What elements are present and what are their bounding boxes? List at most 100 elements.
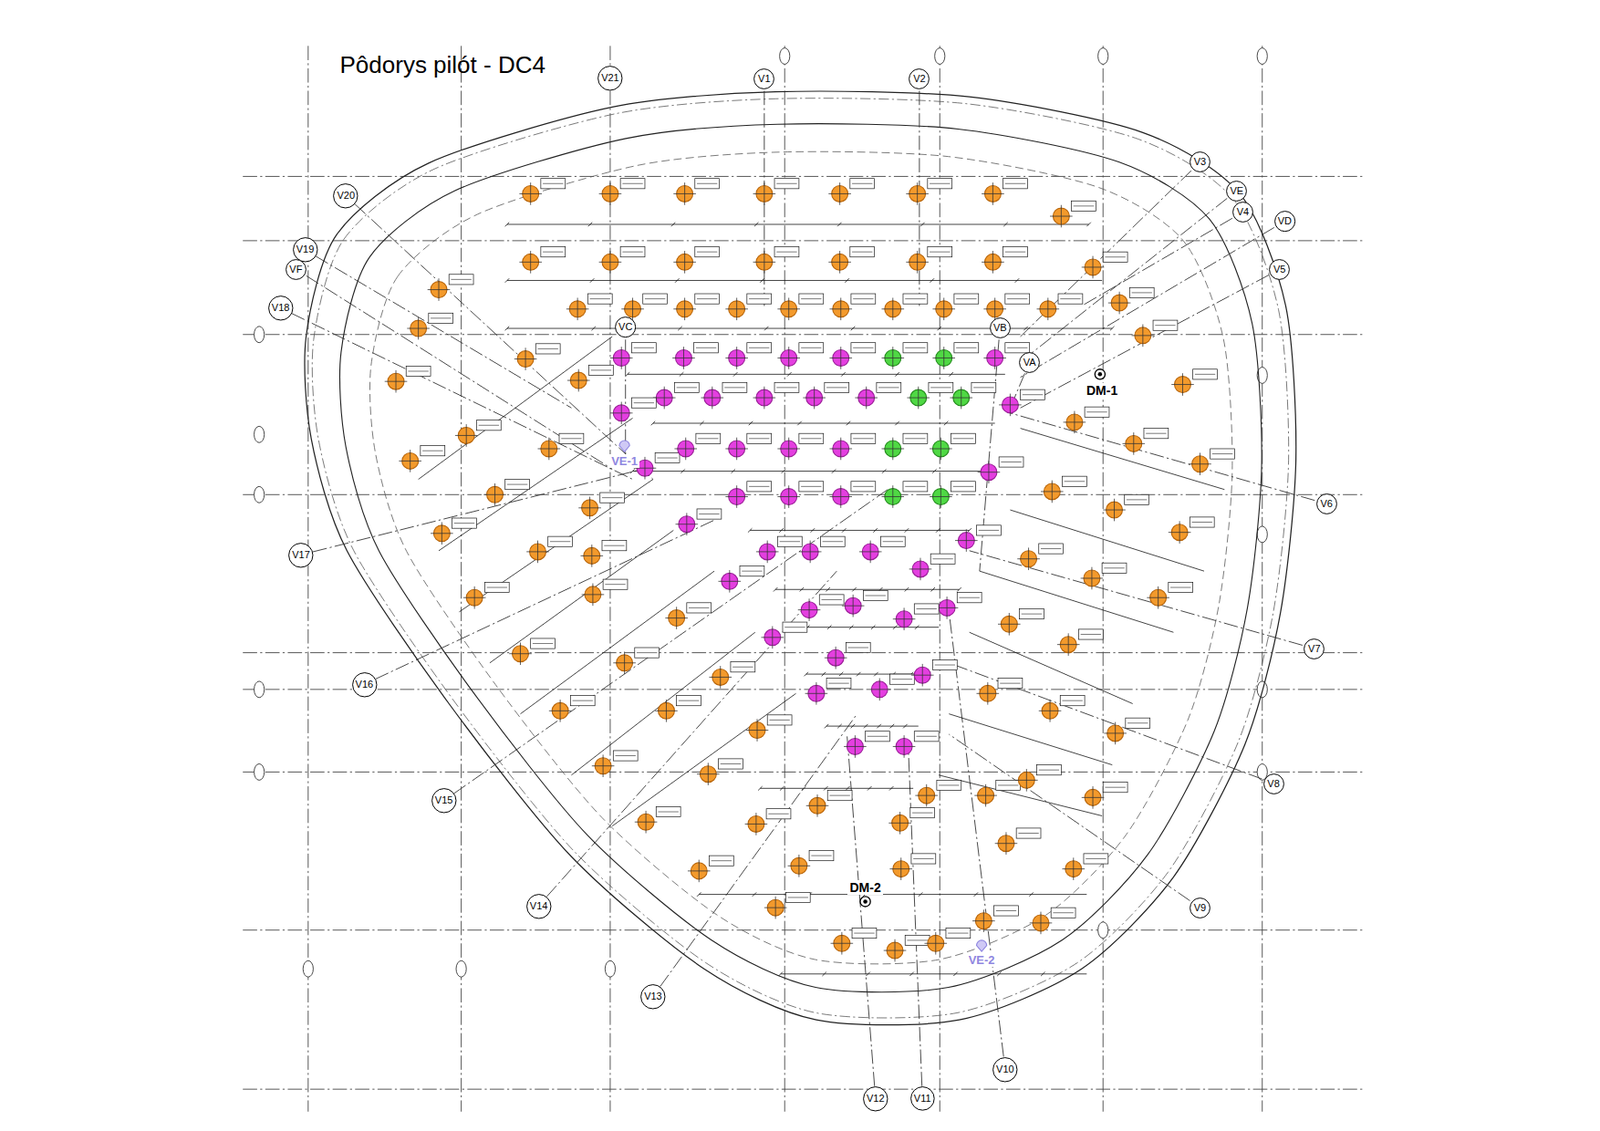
- pile-tag-line: [622, 251, 643, 253]
- dimension-tick: [827, 624, 832, 629]
- pile-symbol: [538, 433, 584, 460]
- pile-symbol: [914, 779, 961, 807]
- dimension-tick: [590, 278, 594, 282]
- pile-tag: [570, 696, 595, 707]
- pile-cross: [777, 485, 800, 509]
- dimension-tick: [591, 326, 595, 331]
- pile-tag: [936, 779, 962, 790]
- pile-symbol: [798, 594, 844, 622]
- pile-tag-line: [602, 497, 623, 499]
- pile-tag-line: [852, 298, 873, 300]
- pile-tag: [1101, 562, 1127, 573]
- pile-cross: [777, 437, 800, 461]
- axis-bubble: V18: [268, 295, 294, 322]
- pile-cross: [753, 386, 777, 410]
- pile-tag-line: [1132, 291, 1153, 293]
- marker-label: DM-2: [847, 880, 883, 895]
- pile-tag-line: [697, 437, 718, 439]
- pile-cross: [881, 346, 904, 370]
- axis-bubble: V19: [292, 237, 319, 263]
- bubble-circle: [289, 542, 313, 567]
- pile-tag: [631, 342, 656, 354]
- pile-tag: [876, 382, 902, 393]
- pile-symbol: [998, 389, 1045, 416]
- pile-tag: [730, 662, 756, 673]
- pile-symbol: [675, 509, 722, 536]
- pile-tag-line: [407, 370, 428, 372]
- axis-bubble: V9: [1189, 897, 1211, 919]
- dimension-tick: [671, 222, 676, 227]
- pile-tag-line: [865, 594, 886, 596]
- pile-tag-line: [904, 486, 925, 488]
- pile-symbol: [760, 622, 807, 649]
- pile-symbol: [1040, 476, 1087, 503]
- pile-tag: [602, 579, 628, 590]
- pile-cross: [841, 594, 865, 618]
- grid-axis: [609, 45, 611, 1112]
- pile-tag-line: [892, 678, 913, 680]
- pile-cross: [696, 762, 720, 786]
- pile-symbol: [929, 433, 976, 460]
- pile-cross: [753, 182, 777, 206]
- pile-cross: [463, 586, 487, 610]
- bubble-circle: [1226, 180, 1247, 201]
- grid-mark: [254, 425, 265, 443]
- pile-cross: [621, 297, 645, 321]
- dimension-line: [780, 973, 1088, 975]
- pile-cross: [673, 250, 697, 274]
- dimension-tick: [1028, 892, 1033, 896]
- pile-tag-line: [696, 251, 717, 253]
- dimension-tick: [871, 624, 875, 629]
- pile-cross: [1061, 857, 1085, 881]
- pile-tag: [1071, 200, 1097, 211]
- dimension-tick: [1015, 278, 1019, 282]
- pile-tag-line: [1007, 298, 1028, 300]
- pile-tag: [945, 927, 971, 938]
- dimension-line: [633, 470, 986, 472]
- pile-tag: [951, 433, 977, 444]
- axis-label: V9: [1189, 897, 1211, 919]
- bubble-circle: [1269, 259, 1290, 280]
- radial-axis: [1020, 227, 1275, 377]
- pile-cross: [829, 485, 852, 509]
- pile-cross: [1146, 586, 1170, 610]
- dimension-tick: [803, 672, 808, 676]
- dimension-line: [1020, 428, 1226, 490]
- pile-symbol: [828, 247, 874, 274]
- pile-tag-line: [878, 386, 899, 388]
- pile-cross: [893, 735, 916, 759]
- bubble-circle: [989, 317, 1010, 338]
- pile-tag: [1102, 251, 1128, 262]
- measuring-point: [1094, 369, 1105, 380]
- pile-tag: [851, 433, 876, 444]
- pile-cross: [745, 812, 769, 836]
- pile-symbol: [610, 397, 656, 425]
- dimension-tick: [696, 892, 701, 896]
- pile-cross: [805, 682, 829, 706]
- pile-tag-line: [904, 437, 925, 439]
- pile-symbol: [455, 420, 501, 447]
- pile-cross: [1080, 567, 1104, 591]
- pile-symbol: [881, 342, 927, 370]
- pile-symbol: [664, 602, 711, 630]
- grid-mark: [1257, 526, 1268, 543]
- pile-tag-line: [1073, 205, 1094, 207]
- dimension-tick: [679, 372, 684, 376]
- dimension-tick: [867, 786, 872, 790]
- pile-tag-line: [656, 457, 677, 459]
- pile-cross: [881, 297, 904, 321]
- pile-cross: [725, 437, 749, 461]
- pile-symbol: [581, 579, 628, 606]
- pile-tag-line: [604, 583, 625, 585]
- grid-axis: [242, 688, 1362, 690]
- pile-symbol: [777, 433, 823, 460]
- pile-tag-line: [590, 298, 611, 300]
- pile-tag: [910, 808, 936, 819]
- pile-symbol: [1049, 200, 1096, 228]
- pile-tag: [1061, 476, 1087, 487]
- pile-symbol: [932, 293, 978, 321]
- bubble-circle: [993, 1057, 1018, 1081]
- grid-marks: [254, 48, 1268, 978]
- pile-cross: [725, 297, 749, 321]
